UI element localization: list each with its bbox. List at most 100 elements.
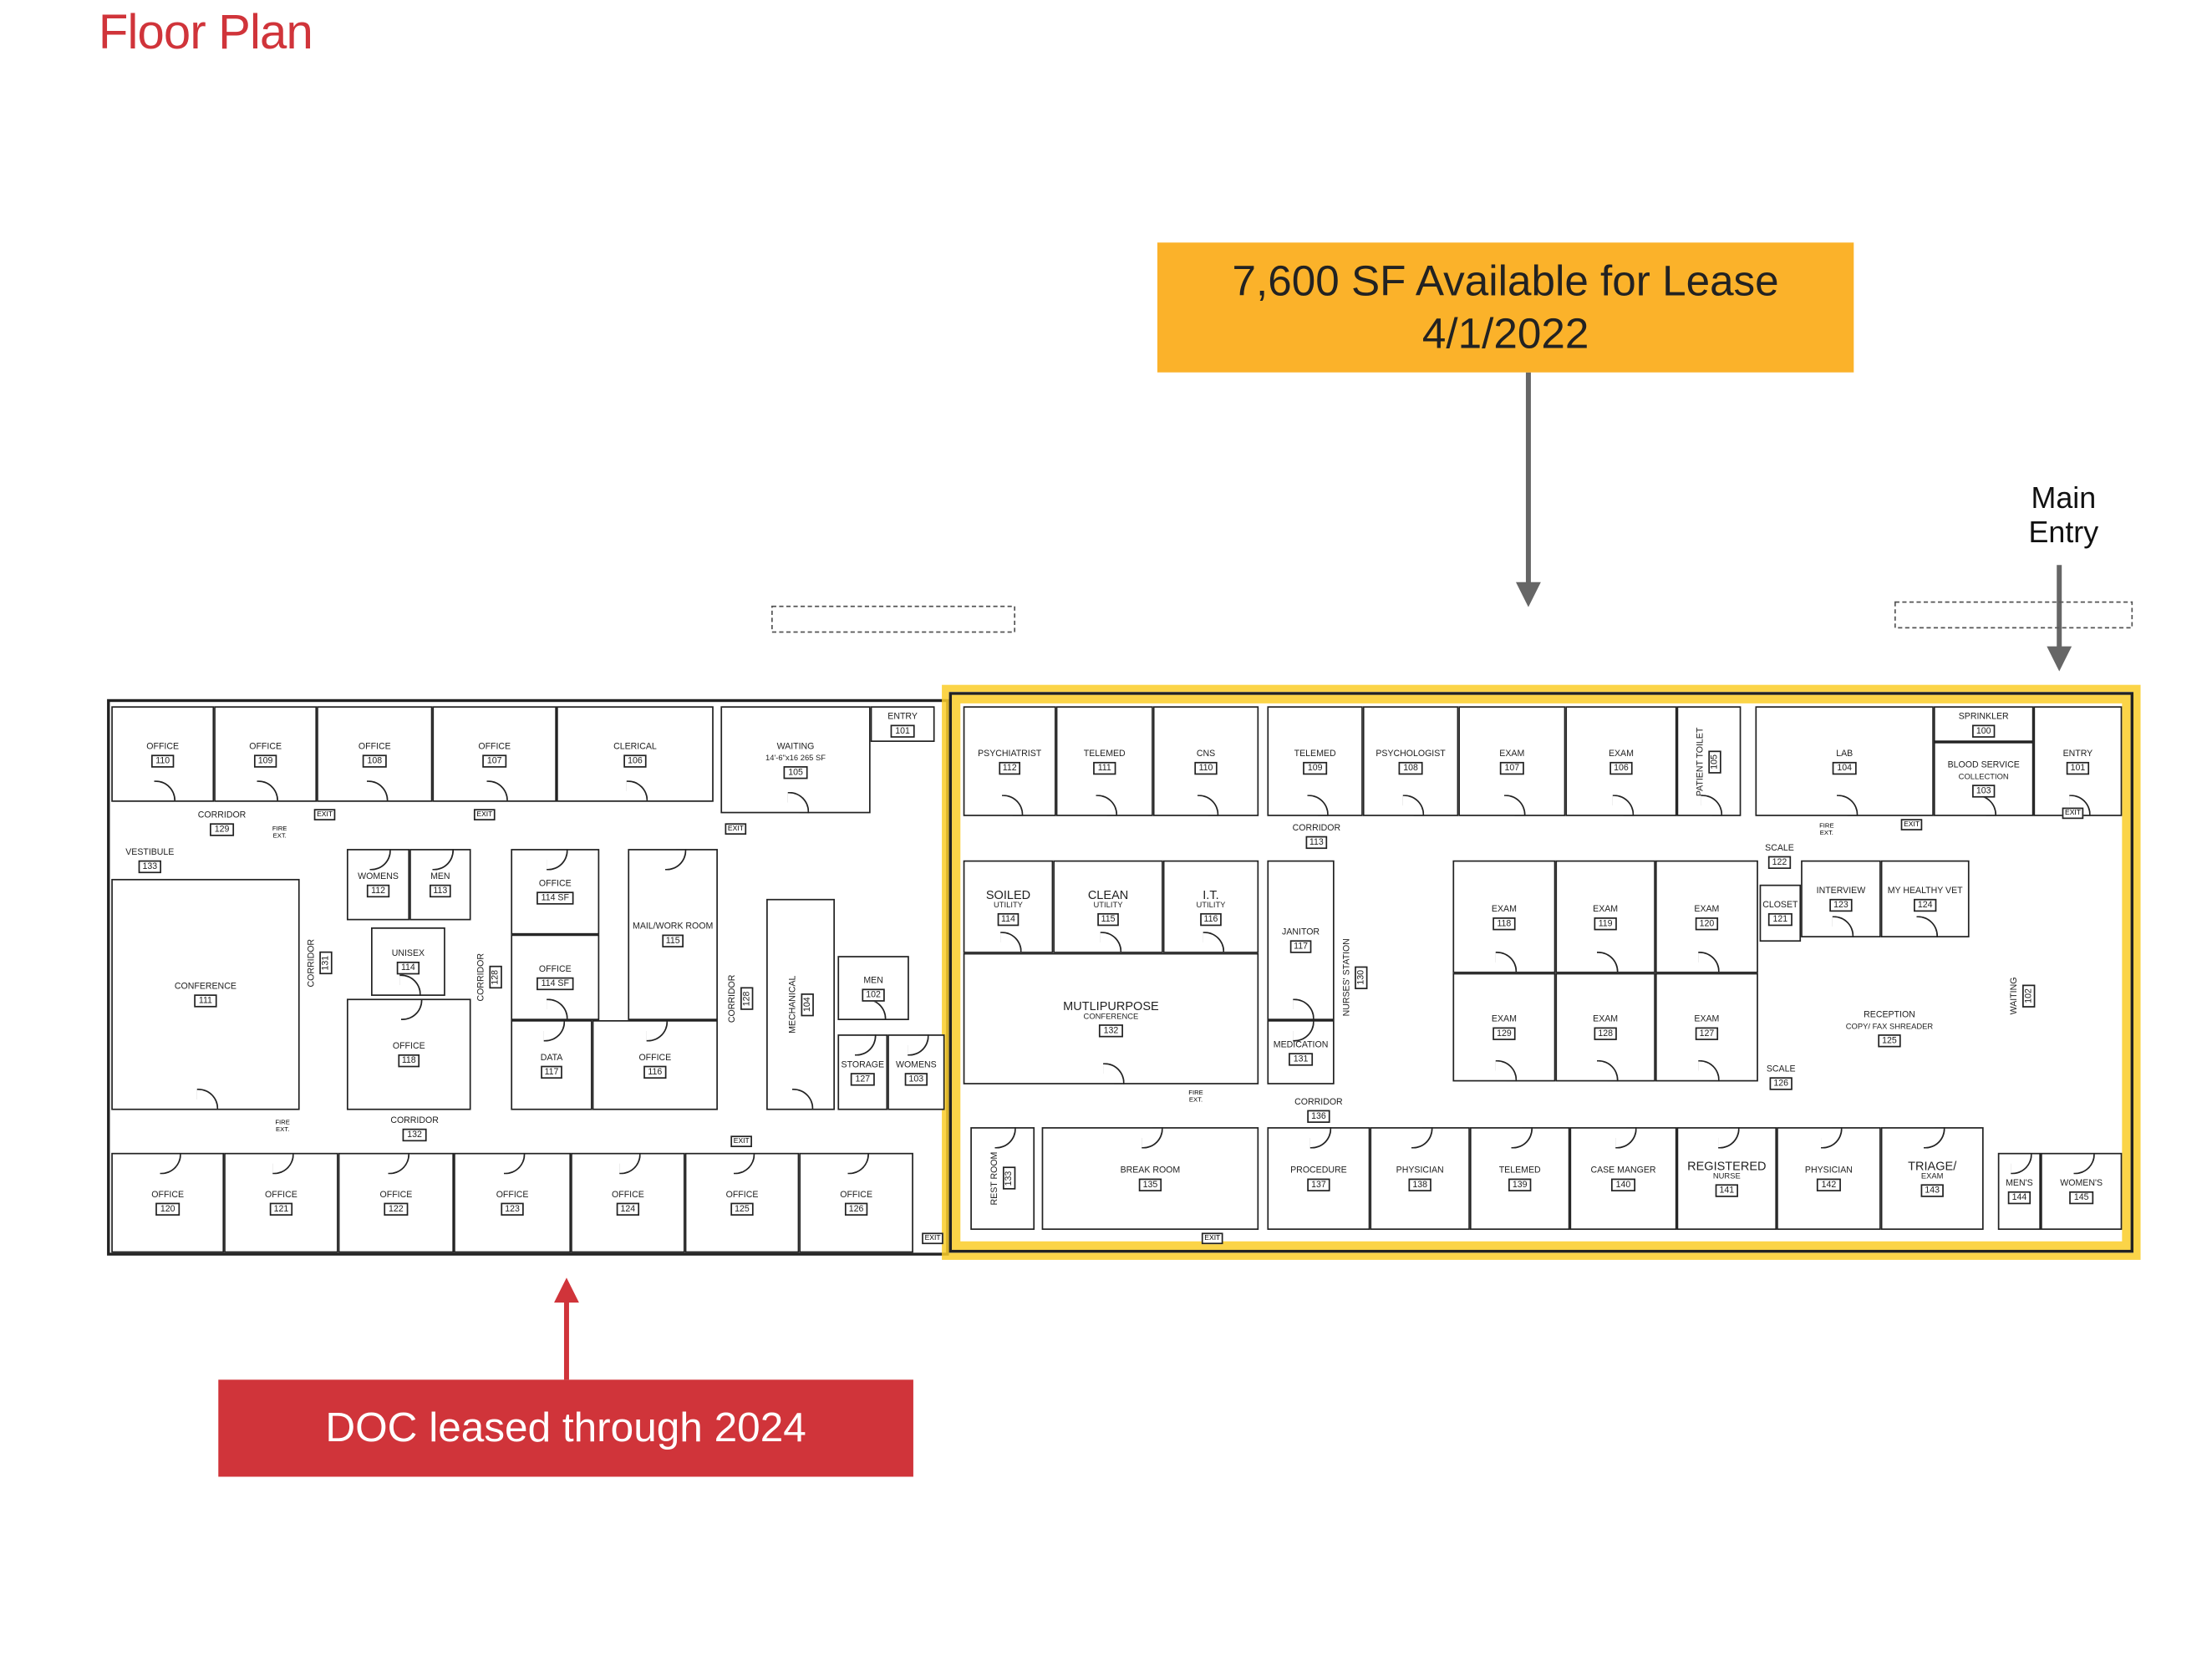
room-subtitle: EXAM bbox=[1920, 1172, 1944, 1181]
room-number: 141 bbox=[1715, 1184, 1739, 1197]
door-swing-icon bbox=[2072, 1152, 2095, 1175]
room-number: 111 bbox=[1093, 761, 1116, 775]
door-swing-icon bbox=[994, 1127, 1016, 1149]
room-name: EXAM bbox=[1593, 1014, 1619, 1025]
room-name: OFFICE bbox=[840, 1190, 872, 1201]
room-name: LAB bbox=[1836, 748, 1854, 759]
room-name: SOILED bbox=[985, 886, 1031, 902]
room-name: CLEAN bbox=[1087, 886, 1129, 902]
room-label: EXAM 106 bbox=[1609, 749, 1634, 775]
room-number: 144 bbox=[2007, 1191, 2031, 1205]
room-number: 109 bbox=[1303, 761, 1327, 775]
door-swing-icon bbox=[1698, 952, 1720, 973]
room-name: UNISEX bbox=[391, 948, 425, 959]
room-number: 103 bbox=[904, 1072, 928, 1085]
room-number: 135 bbox=[1138, 1178, 1162, 1191]
room-number: 131 bbox=[319, 951, 333, 975]
door-swing-icon bbox=[646, 1020, 669, 1042]
room-name: OFFICE bbox=[358, 741, 391, 752]
room-number: 143 bbox=[1920, 1184, 1945, 1197]
room-subtitle: NURSE bbox=[1712, 1172, 1741, 1181]
door-swing-icon bbox=[1000, 795, 1023, 816]
door-swing-icon bbox=[854, 1034, 876, 1056]
exit-sign: EXIT bbox=[922, 1232, 944, 1245]
room-name: CORRIDOR bbox=[1292, 823, 1341, 834]
door-swing-icon bbox=[1309, 1127, 1332, 1149]
door-swing-icon bbox=[1099, 932, 1121, 953]
room-name: MEN bbox=[863, 975, 883, 986]
room-name: STORAGE bbox=[841, 1059, 885, 1069]
door-swing-icon bbox=[1820, 1127, 1842, 1149]
room-number: 115 bbox=[661, 934, 684, 947]
canopy-left bbox=[771, 605, 1016, 633]
door-swing-icon bbox=[400, 998, 422, 1021]
room-number: 121 bbox=[1768, 912, 1792, 927]
room-subtitle: UTILITY bbox=[993, 901, 1023, 910]
room-name: EXAM bbox=[1608, 748, 1634, 759]
fire-extinguisher-label: FIRE EXT. bbox=[272, 825, 287, 840]
room-number: 123 bbox=[1828, 898, 1853, 912]
room-number: 119 bbox=[1594, 917, 1617, 930]
room-number: 105 bbox=[1708, 749, 1722, 774]
room-number: 115 bbox=[1096, 912, 1120, 926]
room-number: 138 bbox=[1408, 1178, 1432, 1191]
room-name: ENTRY bbox=[2062, 748, 2093, 759]
door-swing-icon bbox=[1916, 916, 1939, 937]
door-swing-icon bbox=[486, 780, 508, 802]
room-number: 118 bbox=[1492, 917, 1516, 930]
room-number: 118 bbox=[397, 1054, 420, 1068]
room-number: 106 bbox=[1609, 761, 1633, 775]
lease-wing-outline bbox=[948, 692, 2134, 1253]
page-title: Floor Plan bbox=[98, 5, 313, 60]
lease-callout-line1: 7,600 SF Available for Lease bbox=[1232, 258, 1779, 306]
room-subtitle: 14'-6"x16 265 SF bbox=[765, 754, 826, 763]
door-swing-icon bbox=[1832, 916, 1854, 937]
door-swing-icon bbox=[791, 1088, 814, 1110]
door-swing-icon bbox=[1401, 795, 1424, 816]
room-number: 113 bbox=[1304, 836, 1328, 850]
room-number: 104 bbox=[801, 993, 814, 1017]
door-swing-icon bbox=[369, 849, 391, 871]
